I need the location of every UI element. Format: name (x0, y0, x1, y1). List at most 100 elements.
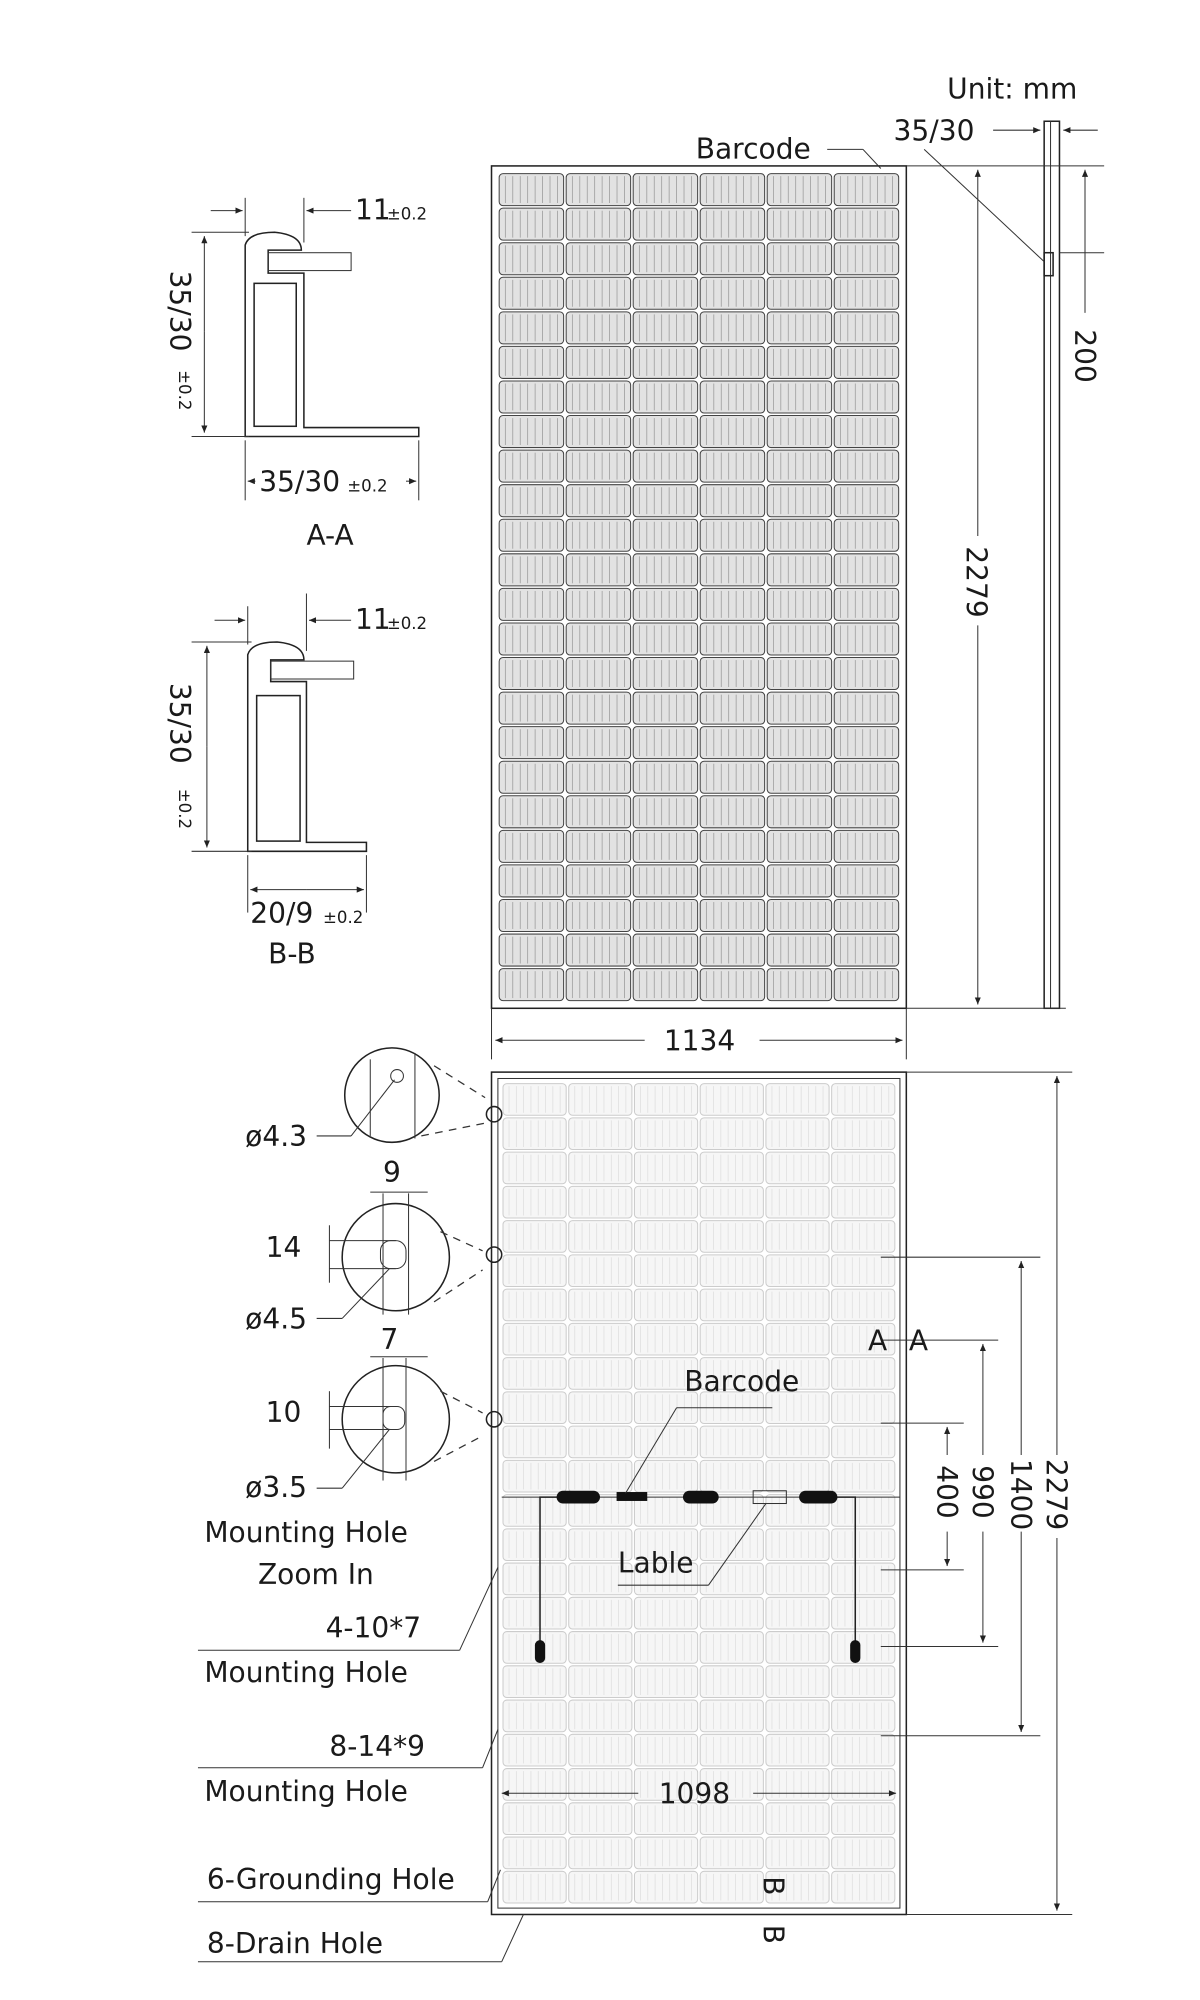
solar-cell (498, 898, 565, 933)
solar-cell (632, 518, 699, 552)
solar-cell (568, 1391, 633, 1425)
bb-flange-dim: 20/9 (250, 897, 313, 930)
solar-cell (833, 173, 900, 207)
solar-cell (502, 1699, 567, 1733)
section-marker-b1: B (756, 1876, 789, 1895)
solar-cell (765, 1151, 830, 1185)
solar-cell (831, 1185, 896, 1219)
hole-height-2: 14 (266, 1231, 302, 1264)
hole-diameter-1: ø4.3 (245, 1120, 307, 1153)
solar-cell (831, 1288, 896, 1322)
solar-cell (699, 553, 766, 587)
solar-cell (498, 242, 565, 276)
solar-cell (766, 518, 833, 552)
solar-cell (632, 968, 699, 1002)
solar-cell (831, 1391, 896, 1425)
solar-cell (699, 1768, 764, 1801)
solar-cell (502, 1117, 567, 1151)
solar-cell (633, 1425, 699, 1459)
solar-cell (699, 207, 766, 241)
solar-cell (833, 207, 900, 241)
solar-cell (833, 898, 900, 933)
solar-cell (568, 1357, 633, 1390)
solar-cell (833, 380, 900, 414)
solar-cell (633, 1870, 699, 1904)
solar-cell (831, 1322, 896, 1356)
solar-cell (833, 968, 900, 1002)
solar-cell (831, 1699, 896, 1733)
solar-cell (699, 518, 766, 552)
solar-cell (699, 1802, 764, 1836)
solar-cell (699, 1665, 764, 1699)
solar-cell (632, 242, 699, 276)
solar-cell (632, 345, 699, 379)
solar-cell (565, 207, 632, 241)
solar-cell (632, 726, 699, 760)
solar-cell (833, 760, 900, 794)
solar-cell (766, 691, 833, 725)
solar-cell (568, 1699, 633, 1733)
solar-cell (633, 1083, 699, 1116)
barcode-icon (616, 1492, 648, 1501)
solar-cell (568, 1288, 633, 1322)
barcode-label-back: Barcode (684, 1365, 799, 1398)
solar-cell (699, 898, 766, 933)
solar-cell (699, 1220, 764, 1253)
solar-cell (632, 415, 699, 449)
solar-cell (568, 1596, 633, 1630)
solar-cell (565, 345, 632, 379)
solar-cell (699, 1357, 764, 1390)
solar-cell (831, 1220, 896, 1253)
solar-cell (568, 1870, 633, 1904)
solar-cell (633, 1699, 699, 1733)
solar-cell (766, 864, 833, 898)
solar-cell (502, 1459, 567, 1493)
solar-cell (766, 968, 833, 1002)
solar-cell (831, 1768, 896, 1801)
solar-cell (831, 1459, 896, 1493)
solar-cell (502, 1254, 567, 1288)
solar-cell (699, 415, 766, 449)
solar-cell (632, 795, 699, 829)
solar-cell (766, 380, 833, 414)
solar-cell (633, 1220, 699, 1253)
solar-cell (699, 1494, 764, 1527)
solar-cell (502, 1494, 567, 1527)
section-aa-title: A-A (306, 519, 353, 552)
solar-cell (568, 1322, 633, 1356)
solar-cell (502, 1768, 567, 1801)
solar-cell (565, 518, 632, 552)
cell-grid-front (498, 173, 900, 1002)
solar-cell (502, 1596, 567, 1630)
solar-cell (565, 173, 632, 207)
solar-cell (833, 449, 900, 483)
solar-cell (498, 968, 565, 1002)
bb-lip-tol: ±0.2 (387, 614, 427, 633)
solar-cell (498, 345, 565, 379)
solar-cell (831, 1870, 896, 1904)
solar-cell (498, 380, 565, 414)
solar-cell (632, 173, 699, 207)
solar-cell (632, 829, 699, 863)
solar-cell (502, 1151, 567, 1185)
solar-cell (632, 484, 699, 518)
connector-icon (556, 1490, 600, 1504)
solar-cell (766, 587, 833, 621)
solar-cell (565, 276, 632, 310)
solar-cell (831, 1494, 896, 1527)
section-aa: 11 ±0.2 35/30 ±0.2 35/30 ±0.2 A-A (163, 194, 427, 552)
solar-cell (766, 484, 833, 518)
solar-cell (831, 1357, 896, 1390)
solar-cell (699, 276, 766, 310)
solar-cell (833, 242, 900, 276)
solar-cell (833, 484, 900, 518)
solar-cell (568, 1665, 633, 1699)
solar-cell (632, 311, 699, 345)
solar-cell (632, 380, 699, 414)
solar-cell (568, 1631, 633, 1664)
solar-cell (565, 933, 632, 967)
solar-cell (498, 933, 565, 967)
hole-width-2: 9 (383, 1156, 401, 1189)
solar-cell (633, 1151, 699, 1185)
solar-cell (633, 1596, 699, 1630)
